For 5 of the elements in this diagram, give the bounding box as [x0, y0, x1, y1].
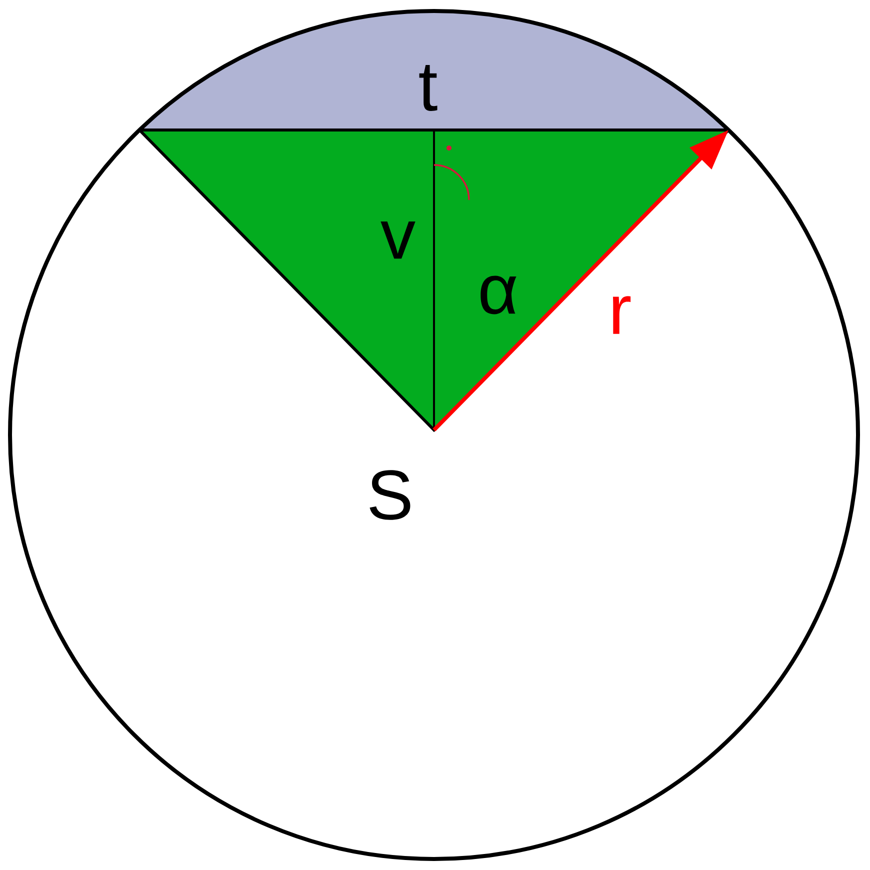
- variable-label: S: [370, 470, 410, 520]
- variable-label: α: [480, 276, 516, 314]
- variable-label: t: [419, 65, 438, 111]
- variable-label: v: [380, 221, 416, 259]
- variable-label: r: [612, 296, 631, 334]
